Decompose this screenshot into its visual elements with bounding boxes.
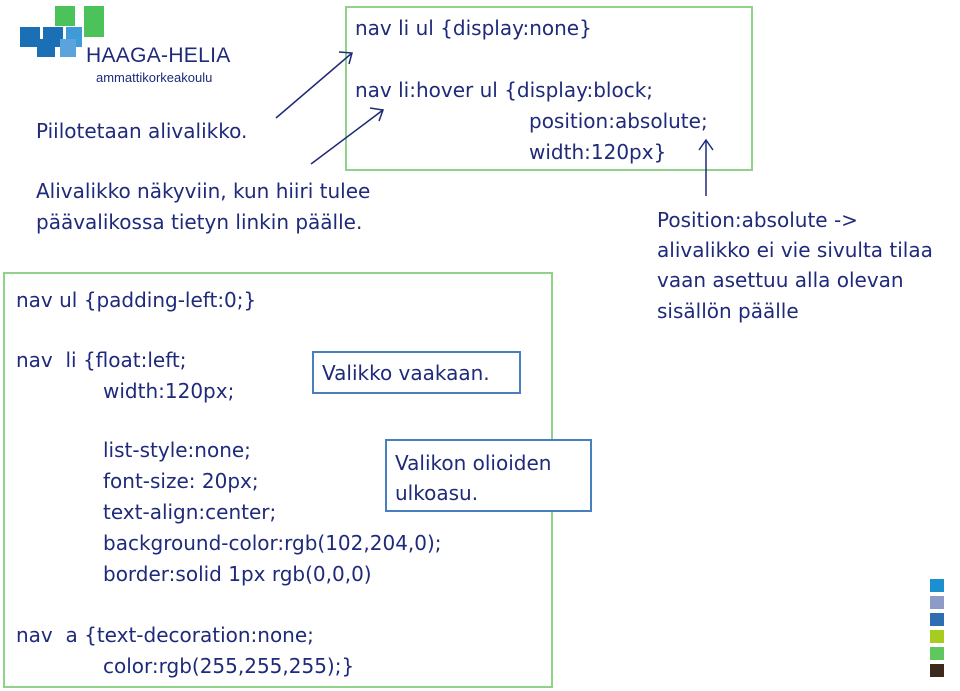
note-absolute-line2: alivalikko ei vie sivulta tilaa bbox=[657, 238, 933, 262]
logo-square bbox=[84, 19, 104, 37]
code-submenu-show-line2: position:absolute; bbox=[529, 109, 708, 133]
note-absolute-line1: Position:absolute -> bbox=[657, 208, 858, 232]
submenu-code-box bbox=[345, 6, 753, 171]
horizontal-note: Valikko vaakaan. bbox=[322, 361, 490, 385]
code-li-rule-line6: background-color:rgb(102,204,0); bbox=[103, 531, 442, 555]
code-submenu-show-line3: width:120px} bbox=[529, 140, 667, 164]
code-a-rule-line2: color:rgb(255,255,255);} bbox=[103, 654, 355, 678]
code-li-rule-line1: nav li {float:left; bbox=[16, 348, 187, 372]
items-note-line2: ulkoasu. bbox=[395, 481, 479, 505]
code-li-rule-line7: border:solid 1px rgb(0,0,0) bbox=[103, 562, 372, 586]
note-show-submenu-line1: Alivalikko näkyviin, kun hiiri tulee bbox=[36, 179, 371, 203]
logo-square bbox=[55, 6, 75, 26]
code-a-rule-line1: nav a {text-decoration:none; bbox=[16, 623, 314, 647]
code-submenu-hide: nav li ul {display:none} bbox=[355, 16, 592, 40]
logo-square bbox=[37, 39, 55, 57]
logo-name: HAAGA-HELIA bbox=[86, 44, 231, 67]
code-li-rule-line5: text-align:center; bbox=[103, 500, 277, 524]
items-note-box bbox=[385, 439, 592, 512]
horizontal-note-box bbox=[312, 351, 521, 394]
arrow-icon bbox=[338, 51, 353, 65]
code-ul-rule: nav ul {padding-left:0;} bbox=[16, 288, 257, 312]
note-absolute-line3: vaan asettuu alla olevan bbox=[657, 268, 904, 292]
arrow-icon bbox=[275, 52, 353, 119]
logo-subtitle: ammattikorkeakoulu bbox=[96, 70, 213, 85]
code-li-rule-line3: list-style:none; bbox=[103, 438, 251, 462]
arrow-icon bbox=[698, 138, 714, 151]
logo-square bbox=[20, 27, 40, 47]
note-hide-submenu: Piilotetaan alivalikko. bbox=[36, 119, 248, 143]
code-li-rule-line2: width:120px; bbox=[103, 379, 235, 403]
items-note-line1: Valikon olioiden bbox=[395, 451, 552, 475]
note-show-submenu-line2: päävalikossa tietyn linkin päälle. bbox=[36, 210, 363, 234]
code-submenu-show-line1: nav li:hover ul {display:block; bbox=[355, 78, 654, 102]
logo-square bbox=[60, 39, 76, 57]
arrow-icon bbox=[369, 107, 385, 122]
code-li-rule-line4: font-size: 20px; bbox=[103, 469, 259, 493]
arrow-icon bbox=[310, 109, 384, 165]
note-absolute-line4: sisällön päälle bbox=[657, 299, 799, 323]
